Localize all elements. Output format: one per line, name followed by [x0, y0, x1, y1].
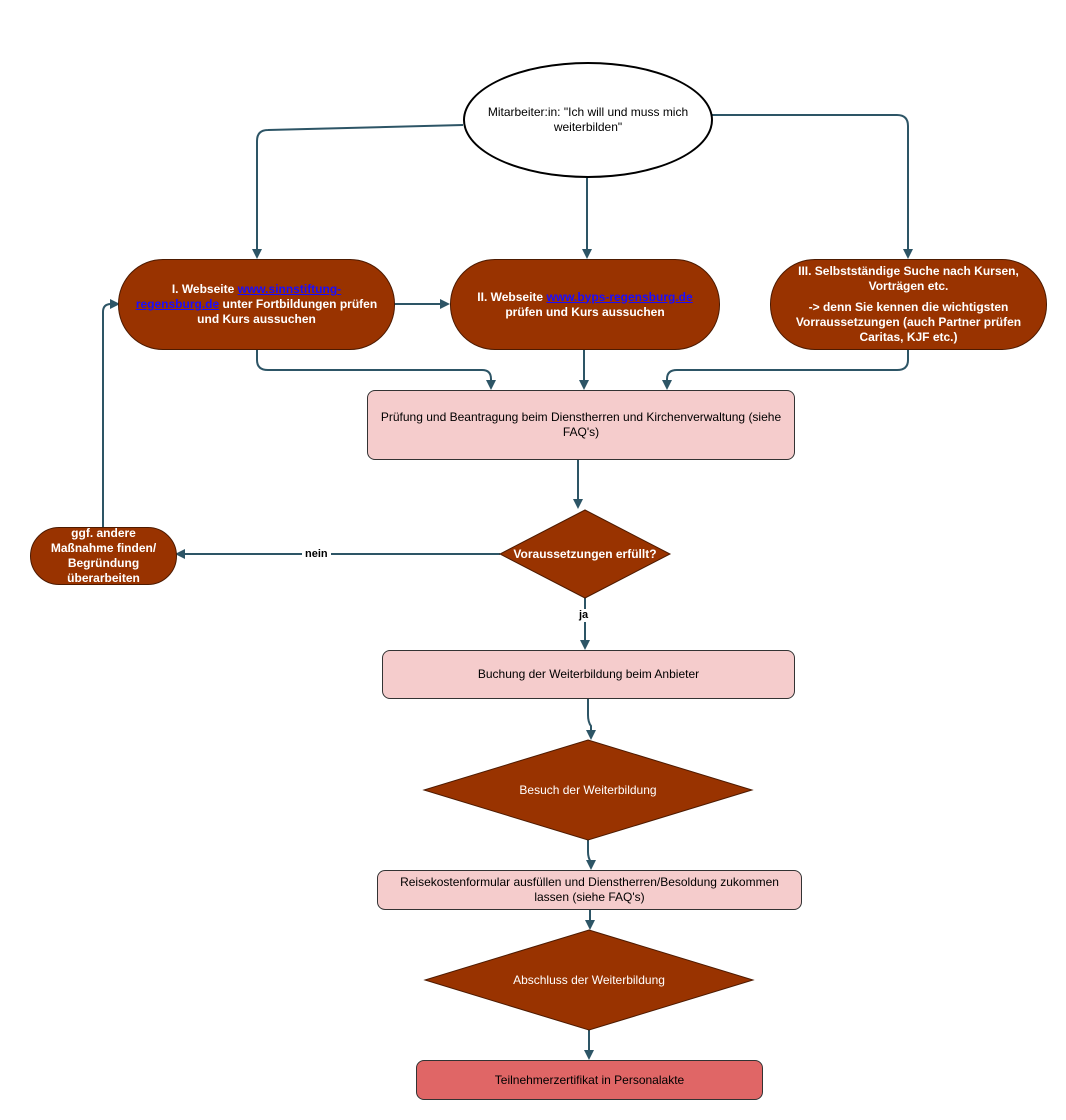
edge-option1-to-review — [256, 350, 496, 390]
option1-text: I. Webseite www.sinnstiftung-regensburg.… — [133, 282, 380, 327]
complete-label: Abschluss der Weiterbildung — [513, 972, 665, 987]
edge-label-no: nein — [302, 548, 331, 561]
attend-label: Besuch der Weiterbildung — [519, 782, 657, 797]
certificate-box: Teilnehmerzertifikat in Personalakte — [416, 1060, 763, 1100]
edge-attend-to-travel — [586, 840, 596, 870]
option3-box: III. Selbstständige Suche nach Kursen, V… — [770, 259, 1047, 350]
review-text: Prüfung und Beantragung beim Dienstherre… — [380, 410, 782, 439]
edge-booking-to-attend — [586, 699, 596, 740]
travel-box: Reisekostenformular ausfüllen und Dienst… — [377, 870, 802, 910]
booking-text: Buchung der Weiterbildung beim Anbieter — [477, 667, 700, 681]
start-ellipse: Mitarbeiter:in: "Ich will und muss mich … — [463, 62, 713, 178]
option3-line1: III. Selbstständige Suche nach Kursen, V… — [798, 264, 1019, 293]
decision-diamond — [498, 509, 672, 599]
booking-box: Buchung der Weiterbildung beim Anbieter — [382, 650, 795, 699]
edge-label-yes: ja — [576, 609, 592, 622]
sinnstiftung-link[interactable]: www.sinnstiftung-regensburg.de — [135, 282, 342, 311]
option1-prefix: I. Webseite — [171, 282, 238, 296]
travel-text: Reisekostenformular ausfüllen und Dienst… — [400, 875, 779, 904]
decision-label: Voraussetzungen erfüllt? — [513, 546, 657, 561]
option2-suffix: prüfen und Kurs aussuchen — [505, 304, 665, 319]
edge-start-to-option3 — [712, 114, 913, 259]
option3-line2: -> denn Sie kennen die wichtigsten Vorra… — [795, 300, 1022, 344]
option1-suffix: unter Fortbildungen prüfen und Kurs auss… — [197, 297, 378, 326]
option2-prefix: II. Webseite — [477, 289, 547, 304]
attend-diamond — [422, 739, 754, 841]
option1-box: I. Webseite www.sinnstiftung-regensburg.… — [118, 259, 395, 350]
alternative-box: ggf. andere Maßnahme finden/ Begründung … — [30, 526, 177, 585]
option2-box: II. Webseite www.byps-regensburg.de prüf… — [450, 259, 720, 350]
option2-text: II. Webseite www.byps-regensburg.de prüf… — [465, 290, 705, 320]
edge-option3-to-review — [662, 350, 909, 390]
certificate-text: Teilnehmerzertifikat in Personalakte — [494, 1072, 685, 1087]
byps-link[interactable]: www.byps-regensburg.de — [546, 289, 693, 304]
complete-diamond — [423, 929, 755, 1031]
edge-start-to-option1 — [252, 124, 464, 259]
edge-alternative-to-option1 — [102, 299, 120, 527]
review-box: Prüfung und Beantragung beim Dienstherre… — [367, 390, 795, 460]
start-text: Mitarbeiter:in: "Ich will und muss mich … — [487, 105, 689, 134]
alternative-text: ggf. andere Maßnahme finden/ Begründung … — [50, 526, 157, 585]
